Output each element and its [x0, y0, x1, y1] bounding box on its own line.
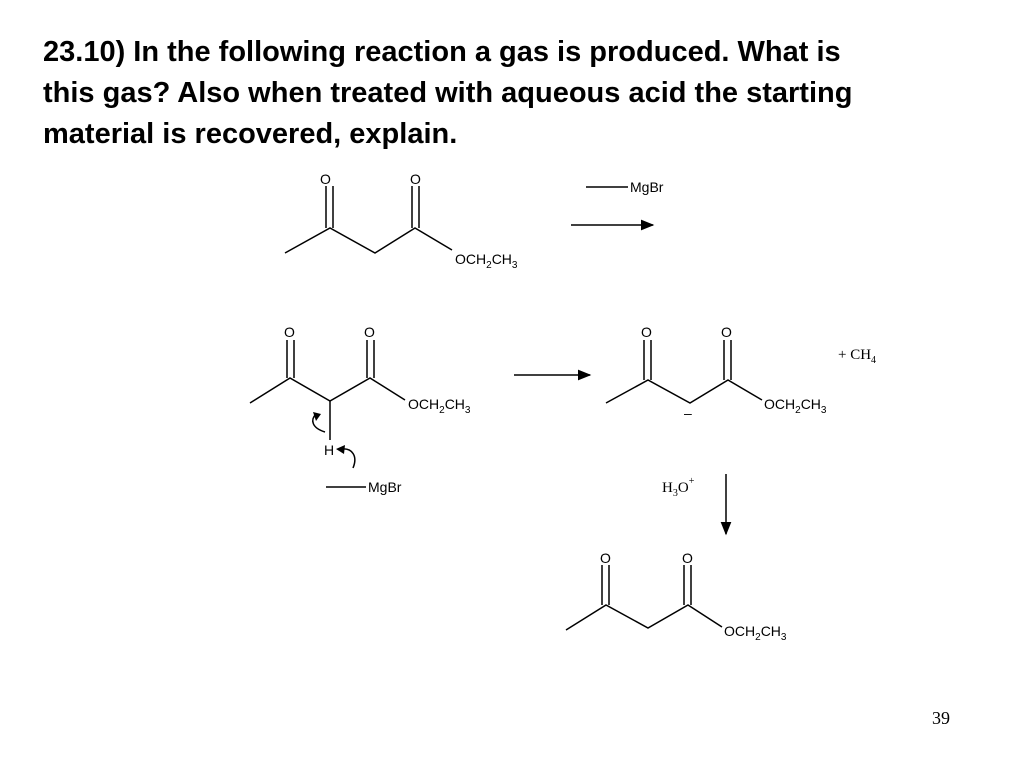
- ethoxy-group-label: OCH2CH3: [408, 396, 471, 416]
- oxygen-label: O: [721, 324, 732, 340]
- ethoxy-group-label: OCH2CH3: [724, 623, 787, 643]
- enolate-molecule: O O – OCH2CH3: [605, 324, 827, 421]
- ethoxy-group-label: OCH2CH3: [764, 396, 827, 416]
- mgbr-label: MgBr: [368, 479, 402, 495]
- mgbr-label: MgBr: [630, 179, 664, 195]
- question-text: 23.10) In the following reaction a gas i…: [43, 32, 1018, 155]
- page-number: 39: [932, 708, 950, 728]
- oxygen-label: O: [284, 324, 295, 340]
- question-line-2: this gas? Also when treated with aqueous…: [43, 77, 853, 109]
- acid-reagent-label: H3O+: [662, 476, 695, 499]
- mechanism-molecule: O O OCH2CH3 H: [249, 324, 471, 469]
- negative-charge: –: [684, 405, 692, 421]
- ethoxy-group-label: OCH2CH3: [455, 251, 518, 271]
- oxygen-label: O: [364, 324, 375, 340]
- oxygen-label: O: [600, 550, 611, 566]
- question-line-1: 23.10) In the following reaction a gas i…: [43, 36, 841, 68]
- hydrogen-label: H: [324, 442, 334, 458]
- recovered-material: O O OCH2CH3: [565, 550, 787, 643]
- oxygen-label: O: [641, 324, 652, 340]
- oxygen-label: O: [320, 171, 331, 187]
- grignard-reagent-bottom: MgBr: [326, 479, 402, 495]
- question-line-3: material is recovered, explain.: [43, 118, 458, 150]
- methane-byproduct: + CH4: [838, 347, 876, 366]
- oxygen-label: O: [682, 550, 693, 566]
- oxygen-label: O: [410, 171, 421, 187]
- grignard-reagent-top: MgBr: [586, 179, 664, 195]
- starting-material-top: O O OCH2CH3: [284, 171, 518, 271]
- curved-arrow-head: [336, 445, 345, 454]
- curved-arrow-head: [313, 412, 321, 421]
